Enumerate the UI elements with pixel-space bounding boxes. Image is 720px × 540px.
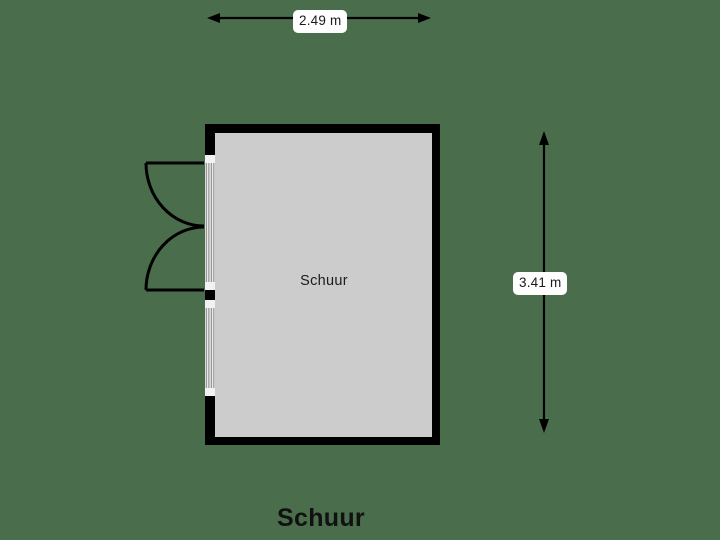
dimension-right-arrow-bottom [539,419,549,433]
door-panel-upper-line-3 [210,160,212,285]
room-label-schuur: Schuur [300,273,348,289]
dimension-right-arrow-top [539,131,549,145]
dimension-label-right: 3.41 m [513,272,568,295]
door-frame-panels [205,155,215,396]
door-jamb-bottom [205,388,215,396]
dimension-label-top: 2.49 m [293,10,348,33]
door-panel-lower-line-4 [213,305,215,392]
door-panel-upper-line-2 [208,160,210,285]
door-panel-upper [205,160,215,285]
door-jamb-mid-upper [205,282,215,290]
door-jamb-mid-lower [205,300,215,308]
door-arc-upper [144,162,205,228]
floorplan-title: Schuur [277,504,365,532]
dimension-top-arrow-right [418,13,431,23]
door-jamb-top [205,155,215,163]
room-shell-schuur [205,124,440,445]
door-arc-lower [144,225,205,291]
dimension-top-arrow-left [207,13,220,23]
door-panel-lower-line-2 [208,305,210,392]
room-floor-fill [215,133,432,437]
door-panel-upper-line-1 [205,160,207,285]
door-swing-lower [144,225,205,292]
door-panel-lower-line-3 [210,305,212,392]
door-panel-lower-line-1 [205,305,207,392]
door-swing-upper [144,161,205,228]
door-panel-upper-line-4 [213,160,215,285]
door-panel-lower [205,305,215,392]
